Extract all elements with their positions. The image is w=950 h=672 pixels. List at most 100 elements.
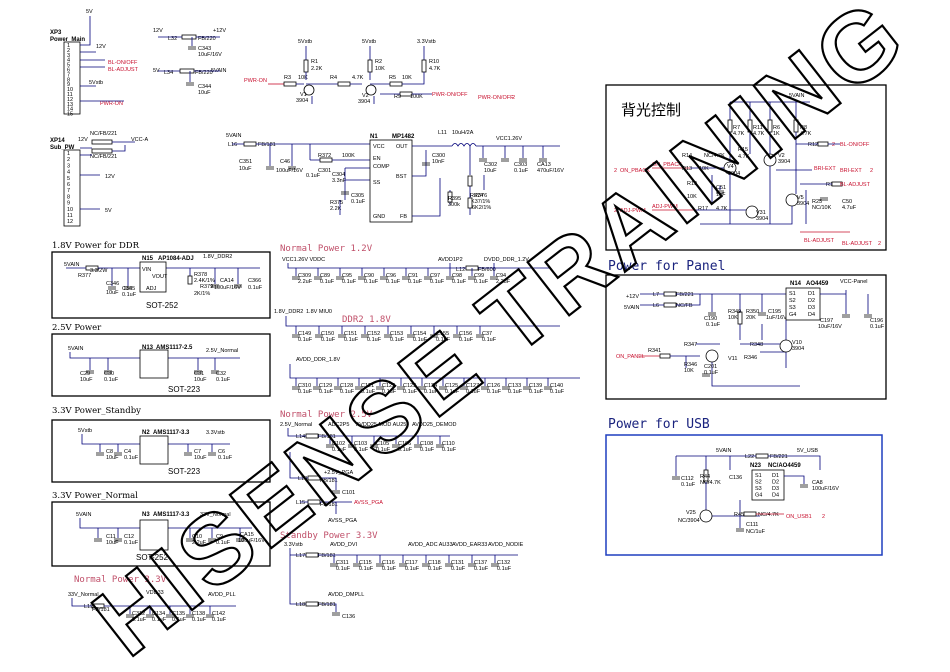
xp3-ref: XP3 xyxy=(50,30,62,36)
r5-ref: R5 xyxy=(389,75,396,81)
l18-ref: L18 xyxy=(296,602,305,608)
xp14-pin-number: 10 xyxy=(67,207,73,213)
l32-value: FB/220 xyxy=(198,36,216,42)
bl-bri-ext-net: BRI-EXT xyxy=(814,166,836,172)
n14-pin-label: D1 xyxy=(808,291,815,297)
l16-bead xyxy=(243,141,257,147)
xp3-pin-number: 6 xyxy=(67,68,70,74)
n3-ref: N3 xyxy=(142,512,150,518)
stb33-cap-ref: C132 xyxy=(497,560,510,566)
n13-part: AMS1117-2.5 xyxy=(156,345,193,351)
stb33-caps: C3110.1uFC1150.1uFC1160.1uFC1170.1uFC118… xyxy=(330,555,512,572)
xp3-net-bl-onoff: BL-ON/OFF xyxy=(108,60,138,66)
ddr2-cap-capacitor xyxy=(439,386,447,390)
r7-value: 4.7K xyxy=(733,131,745,137)
c32-value: 0.1uF xyxy=(216,377,231,383)
n14-pin-label: G4 xyxy=(789,312,796,318)
ddr2-cap-value: 0.1uF xyxy=(529,389,544,395)
c112-ref: C112 xyxy=(681,476,694,482)
r378-value: 2.4K/1% xyxy=(194,278,215,284)
ddr2-cap-value: 0.1uF xyxy=(459,337,474,343)
ddr2-cap-ref: C122 xyxy=(382,383,395,389)
stb33-cap-capacitor xyxy=(468,563,476,567)
n25-cap-capacitor xyxy=(348,444,356,448)
stb33-cap-capacitor xyxy=(330,563,338,567)
n12-cap-capacitor xyxy=(314,276,322,280)
r4-ref: R4 xyxy=(330,75,337,81)
v2 xyxy=(365,84,377,96)
usb-on-port: ON_USB1 xyxy=(786,514,812,520)
n2-ic-body xyxy=(139,435,169,465)
n15-package: SOT-252 xyxy=(146,301,179,310)
c343-value: 10uF/16V xyxy=(198,52,222,58)
n33-cap-ref: C135 xyxy=(172,611,185,617)
n12-cap-capacitor xyxy=(380,276,388,280)
box-33v-standby xyxy=(51,419,271,483)
ddr2-cap-capacitor xyxy=(361,334,369,338)
xp14-pin-number: 2 xyxy=(67,157,70,163)
c112-value: 0.1uF xyxy=(681,482,696,488)
ddr2-cap-value: 0.1uF xyxy=(424,389,439,395)
l34-bead xyxy=(179,68,195,74)
ddr2-cap-value: 0.1uF xyxy=(340,389,355,395)
n23-pin-label: D1 xyxy=(772,473,779,479)
n12-cap-ref: C98 xyxy=(452,273,462,279)
stb-net-adc: AVDD_ADC AU33 xyxy=(408,542,453,548)
ddr2-cap-ref: C129 xyxy=(319,383,332,389)
c6-ref: C6 xyxy=(218,449,225,455)
bl-onoff-port: BL-ON/OFF xyxy=(840,142,870,148)
xp14-pin-number: 8 xyxy=(67,194,70,200)
stb-net-dvi: AVDD_DVI xyxy=(330,542,358,548)
ddr2-cap-value: 0.1uF xyxy=(466,389,481,395)
stb-net-nodie: AVDD_NODIE xyxy=(488,542,524,548)
r45-value: NC/4.7K xyxy=(758,512,779,518)
n12-cap-value: 0.1uF xyxy=(430,279,445,285)
n13-ref: N13 xyxy=(142,345,154,351)
ddr2-cap-ref: C124 xyxy=(424,383,437,389)
n33-cap-ref: C134 xyxy=(152,611,165,617)
v5-value: 3904 xyxy=(797,201,809,207)
c32-ref: C32 xyxy=(216,371,226,377)
n15-adj: ADJ xyxy=(146,286,157,292)
n23-pin-label: G4 xyxy=(755,493,762,499)
stb33-cap-ref: C137 xyxy=(474,560,487,566)
r8-ref: R8 xyxy=(800,125,807,131)
xp14-pin-number: 11 xyxy=(67,213,73,219)
n12-cap-capacitor xyxy=(490,276,498,280)
ldo-ddr-in-net: 5VAIN xyxy=(64,262,80,268)
c344-value: 10uF xyxy=(198,90,211,96)
l19-ref: L19 xyxy=(84,604,93,610)
r372 xyxy=(319,157,333,163)
n12-cap-value: 0.1uF xyxy=(452,279,467,285)
xp14-fb2 xyxy=(91,148,113,154)
c10-ref: C10 xyxy=(192,534,202,540)
l14-value: FB/181 xyxy=(318,434,336,440)
n12-caps: C3092.2uFC890.1uFC950.1uFC900.1uFC960.1u… xyxy=(292,268,511,285)
r376-ref: R376 xyxy=(474,193,487,199)
c30-value: 0.1uF xyxy=(104,377,119,383)
r5 xyxy=(389,81,403,87)
n23-ic-body xyxy=(751,469,785,501)
n12-cap-capacitor xyxy=(446,276,454,280)
c9-value: 0.1uF xyxy=(216,540,231,546)
n12-cap-capacitor xyxy=(336,276,344,280)
r14-value: NC/4.7K xyxy=(704,153,725,159)
n23-part: NC/AO4459 xyxy=(768,463,801,469)
stb33-cap-value: 0.1uF xyxy=(336,566,351,572)
n12-cap-value: 2.2uF xyxy=(298,279,313,285)
l32-ref: L32 xyxy=(168,36,177,42)
c366-value: 0.1uF xyxy=(248,285,263,291)
ddr2-cap-ref: C150 xyxy=(321,331,334,337)
n12-cap-capacitor xyxy=(468,276,476,280)
n15-ref: N15 xyxy=(142,256,154,262)
net-33vstb: 3.3Vstb xyxy=(417,39,436,45)
bl-pin-onpback: 2 xyxy=(614,168,617,174)
n25-cap-value: 0.1uF xyxy=(442,447,457,453)
n33-avdd-pll: AVDD_PLL xyxy=(208,592,236,598)
pwr-on-label: PWR-ON xyxy=(244,78,267,84)
n33-cap-value: 0.1uF xyxy=(172,617,187,623)
r377-value: 3.3/2W xyxy=(90,268,108,274)
ddr2-cap-value: 0.1uF xyxy=(319,389,334,395)
c51-ref: C51 xyxy=(716,185,726,191)
